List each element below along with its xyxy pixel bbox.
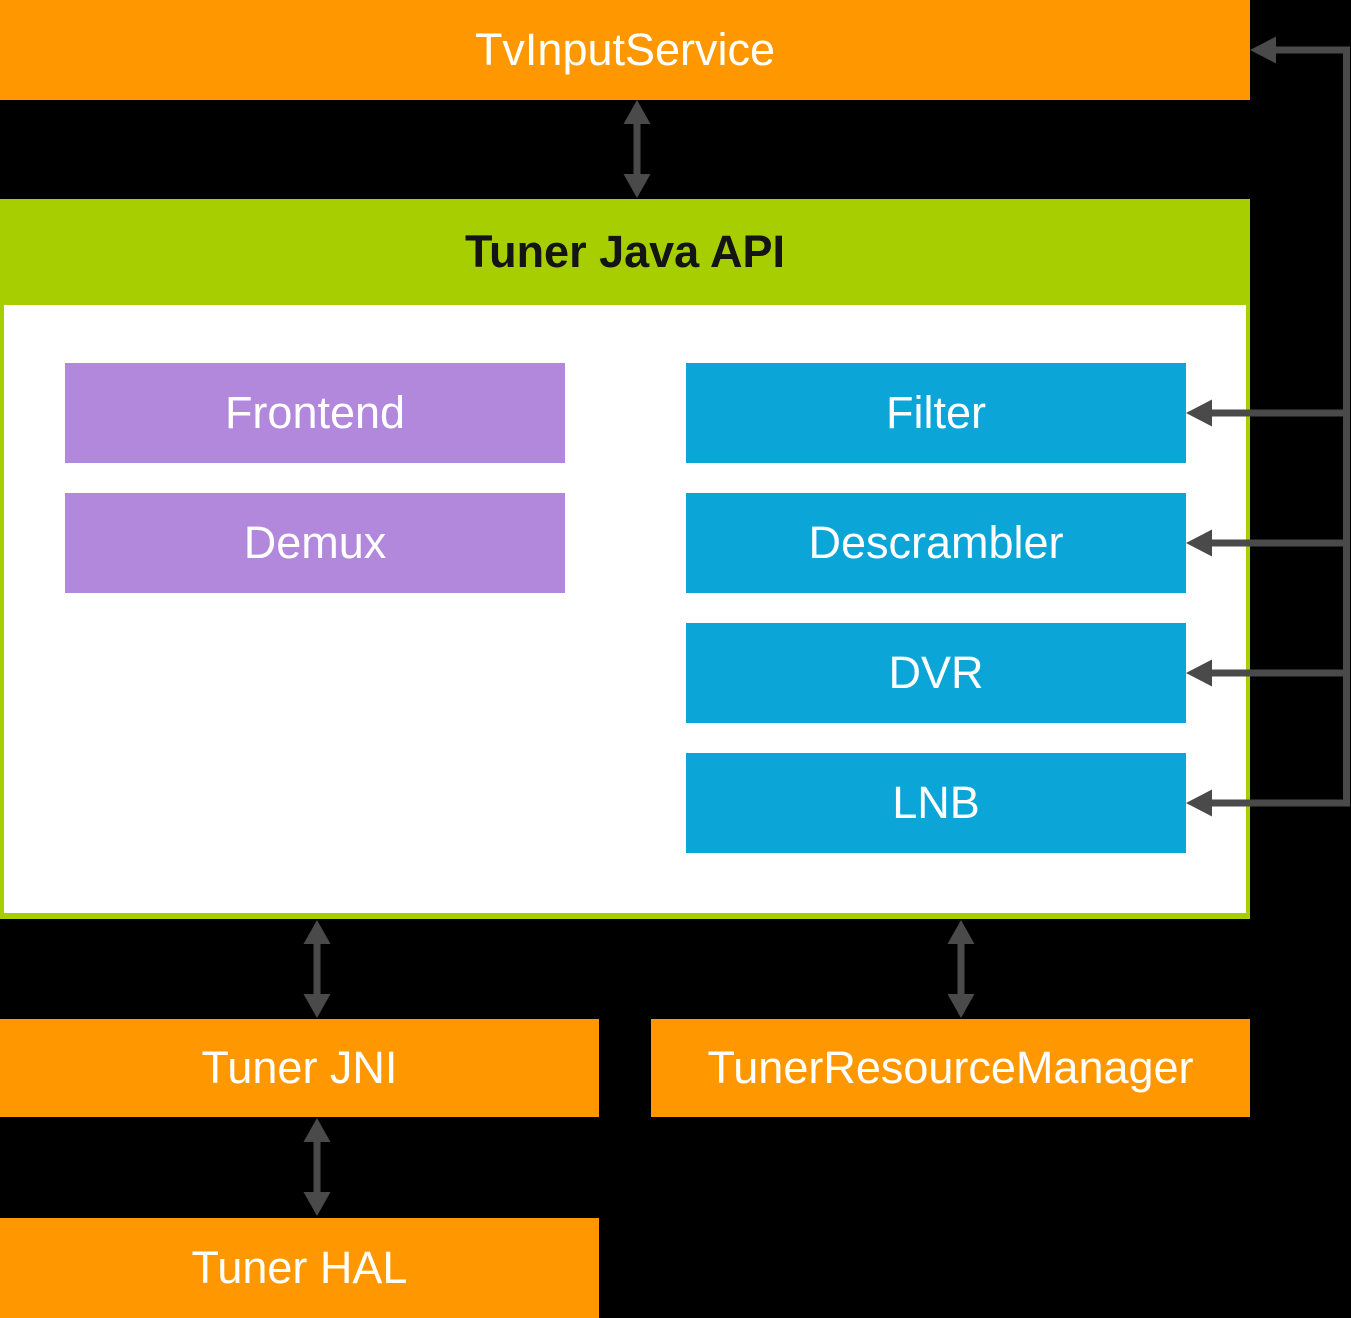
tvinput-javaapi-arrowhead-up — [623, 100, 651, 124]
dvr-box: DVR — [686, 623, 1186, 723]
panel-trm-arrowhead-down — [947, 994, 975, 1018]
tuner-java-api-title: Tuner Java API — [464, 226, 786, 277]
tuner-jni-label: Tuner JNI — [201, 1042, 398, 1093]
jni-hal-arrowhead-down — [303, 1192, 331, 1216]
lnb-box: LNB — [686, 753, 1186, 853]
tvinputservice-box: TvInputService — [0, 0, 1250, 100]
frontend-label: Frontend — [224, 387, 406, 438]
panel-trm-arrowhead-up — [947, 920, 975, 944]
panel-jni-arrowhead-down — [303, 994, 331, 1018]
descrambler-label: Descrambler — [808, 517, 1064, 568]
demux-box: Demux — [65, 493, 565, 593]
jni-hal-arrowhead-up — [303, 1118, 331, 1142]
tuner-jni-box: Tuner JNI — [0, 1019, 599, 1117]
demux-label: Demux — [243, 517, 387, 568]
lnb-label: LNB — [892, 777, 980, 828]
dvr-label: DVR — [888, 647, 984, 698]
tuner-hal-label: Tuner HAL — [191, 1242, 408, 1293]
tuner-hal-box: Tuner HAL — [0, 1218, 599, 1318]
descrambler-box: Descrambler — [686, 493, 1186, 593]
filter-box: Filter — [686, 363, 1186, 463]
filter-label: Filter — [886, 387, 986, 438]
tvinput-javaapi-arrowhead-down — [623, 174, 651, 198]
tvinput-branch-arrowhead — [1250, 36, 1276, 64]
tvinputservice-label: TvInputService — [474, 24, 776, 75]
panel-jni-arrowhead-up — [303, 920, 331, 944]
tuner-resource-manager-box: TunerResourceManager — [651, 1019, 1250, 1117]
tuner-resource-manager-label: TunerResourceManager — [707, 1042, 1194, 1093]
frontend-box: Frontend — [65, 363, 565, 463]
